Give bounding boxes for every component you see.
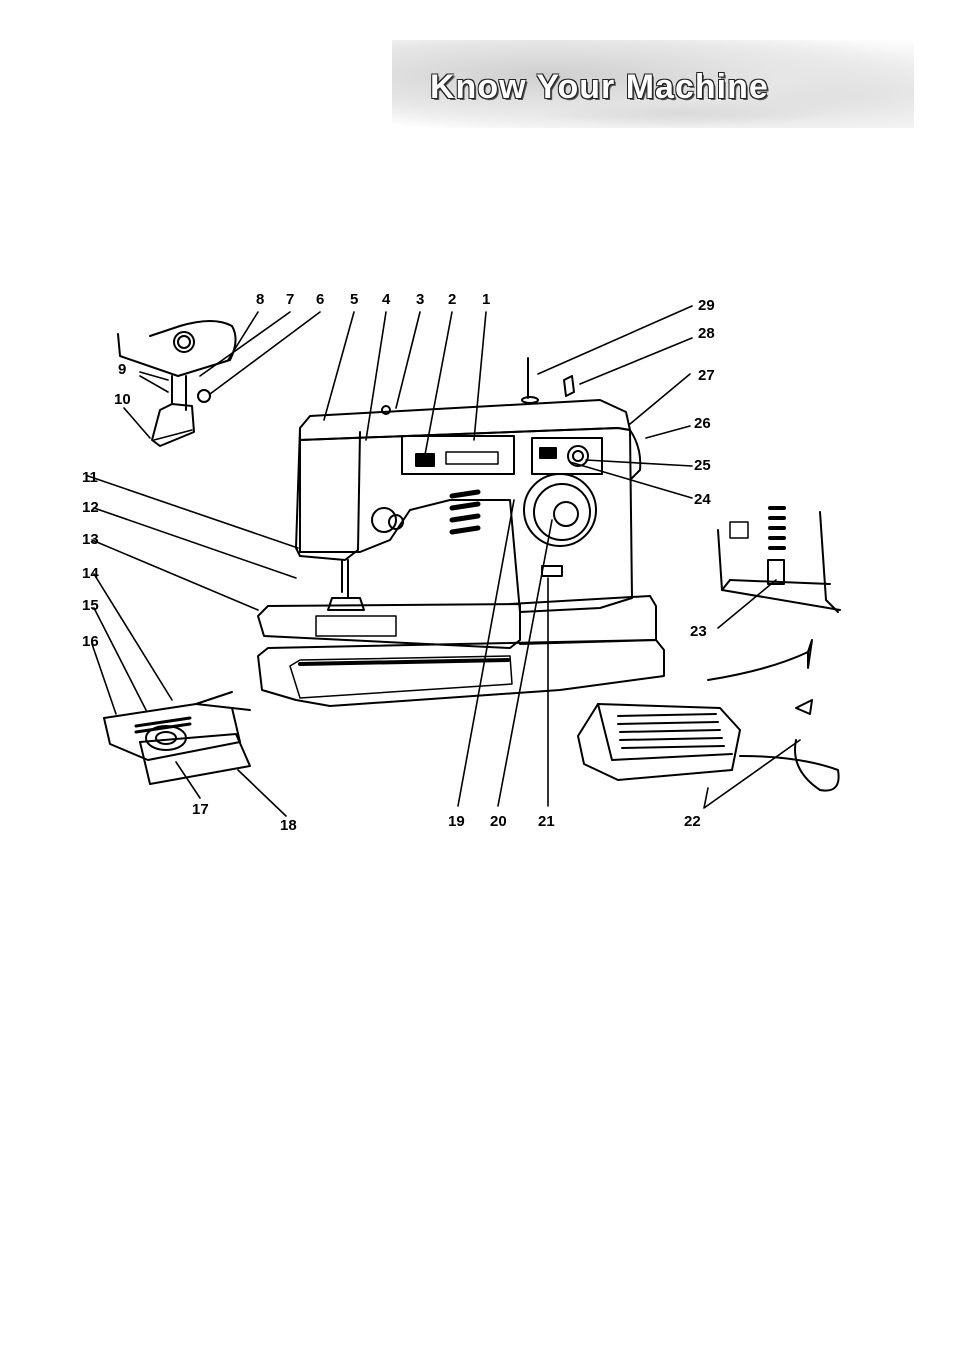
bobbin-cover-detail (104, 692, 250, 784)
foot-controller (578, 640, 839, 791)
callout-6: 6 (316, 291, 324, 308)
callout-21: 21 (538, 813, 555, 830)
sewing-machine-illustration (258, 358, 664, 706)
callout-2: 2 (448, 291, 456, 308)
spool-pin-base (522, 397, 538, 403)
callout-4: 4 (382, 291, 391, 308)
callout-3: 3 (416, 291, 424, 308)
callout-11: 11 (82, 469, 98, 486)
callout-9: 9 (118, 361, 126, 378)
stitch-length-window (446, 452, 498, 464)
callout-20: 20 (490, 813, 507, 830)
pattern-dial-inner (554, 502, 578, 526)
callout-5: 5 (350, 291, 358, 308)
bed-extension (510, 596, 656, 644)
callout-24: 24 (694, 491, 711, 508)
callout-25: 25 (694, 457, 711, 474)
bobbin-winder (564, 376, 574, 396)
machine-bed (258, 604, 520, 648)
presser-foot-main (328, 598, 364, 610)
callout-17: 17 (192, 801, 209, 818)
callout-18: 18 (280, 817, 297, 834)
callout-29: 29 (698, 297, 715, 314)
stitch-dial-inner (573, 451, 583, 461)
callout-23: 23 (690, 623, 707, 640)
callout-13: 13 (82, 531, 99, 548)
rear-power-socket-detail (718, 508, 840, 612)
callout-labels: 1 2 3 4 5 6 7 8 9 10 11 12 13 14 15 16 1… (82, 291, 715, 834)
callout-26: 26 (694, 415, 711, 432)
pattern-dial-mid (534, 484, 590, 540)
reverse-button (542, 566, 562, 576)
callout-10: 10 (114, 391, 131, 408)
buttonhole-lever (540, 448, 556, 458)
callout-12: 12 (82, 499, 99, 516)
callout-16: 16 (82, 633, 99, 650)
callout-8: 8 (256, 291, 264, 308)
motor-vents (452, 492, 478, 532)
machine-head (296, 428, 360, 560)
handwheel (630, 430, 640, 478)
base-stripe (300, 660, 508, 664)
callout-27: 27 (698, 367, 715, 384)
callout-15: 15 (82, 597, 99, 614)
needle-plate (316, 616, 396, 636)
needle-bar (342, 560, 348, 598)
callout-14: 14 (82, 565, 99, 582)
callout-1: 1 (482, 291, 490, 308)
presser-foot-detail (118, 321, 236, 446)
callout-7: 7 (286, 291, 294, 308)
callout-28: 28 (698, 325, 715, 342)
callout-22: 22 (684, 813, 701, 830)
callout-19: 19 (448, 813, 465, 830)
